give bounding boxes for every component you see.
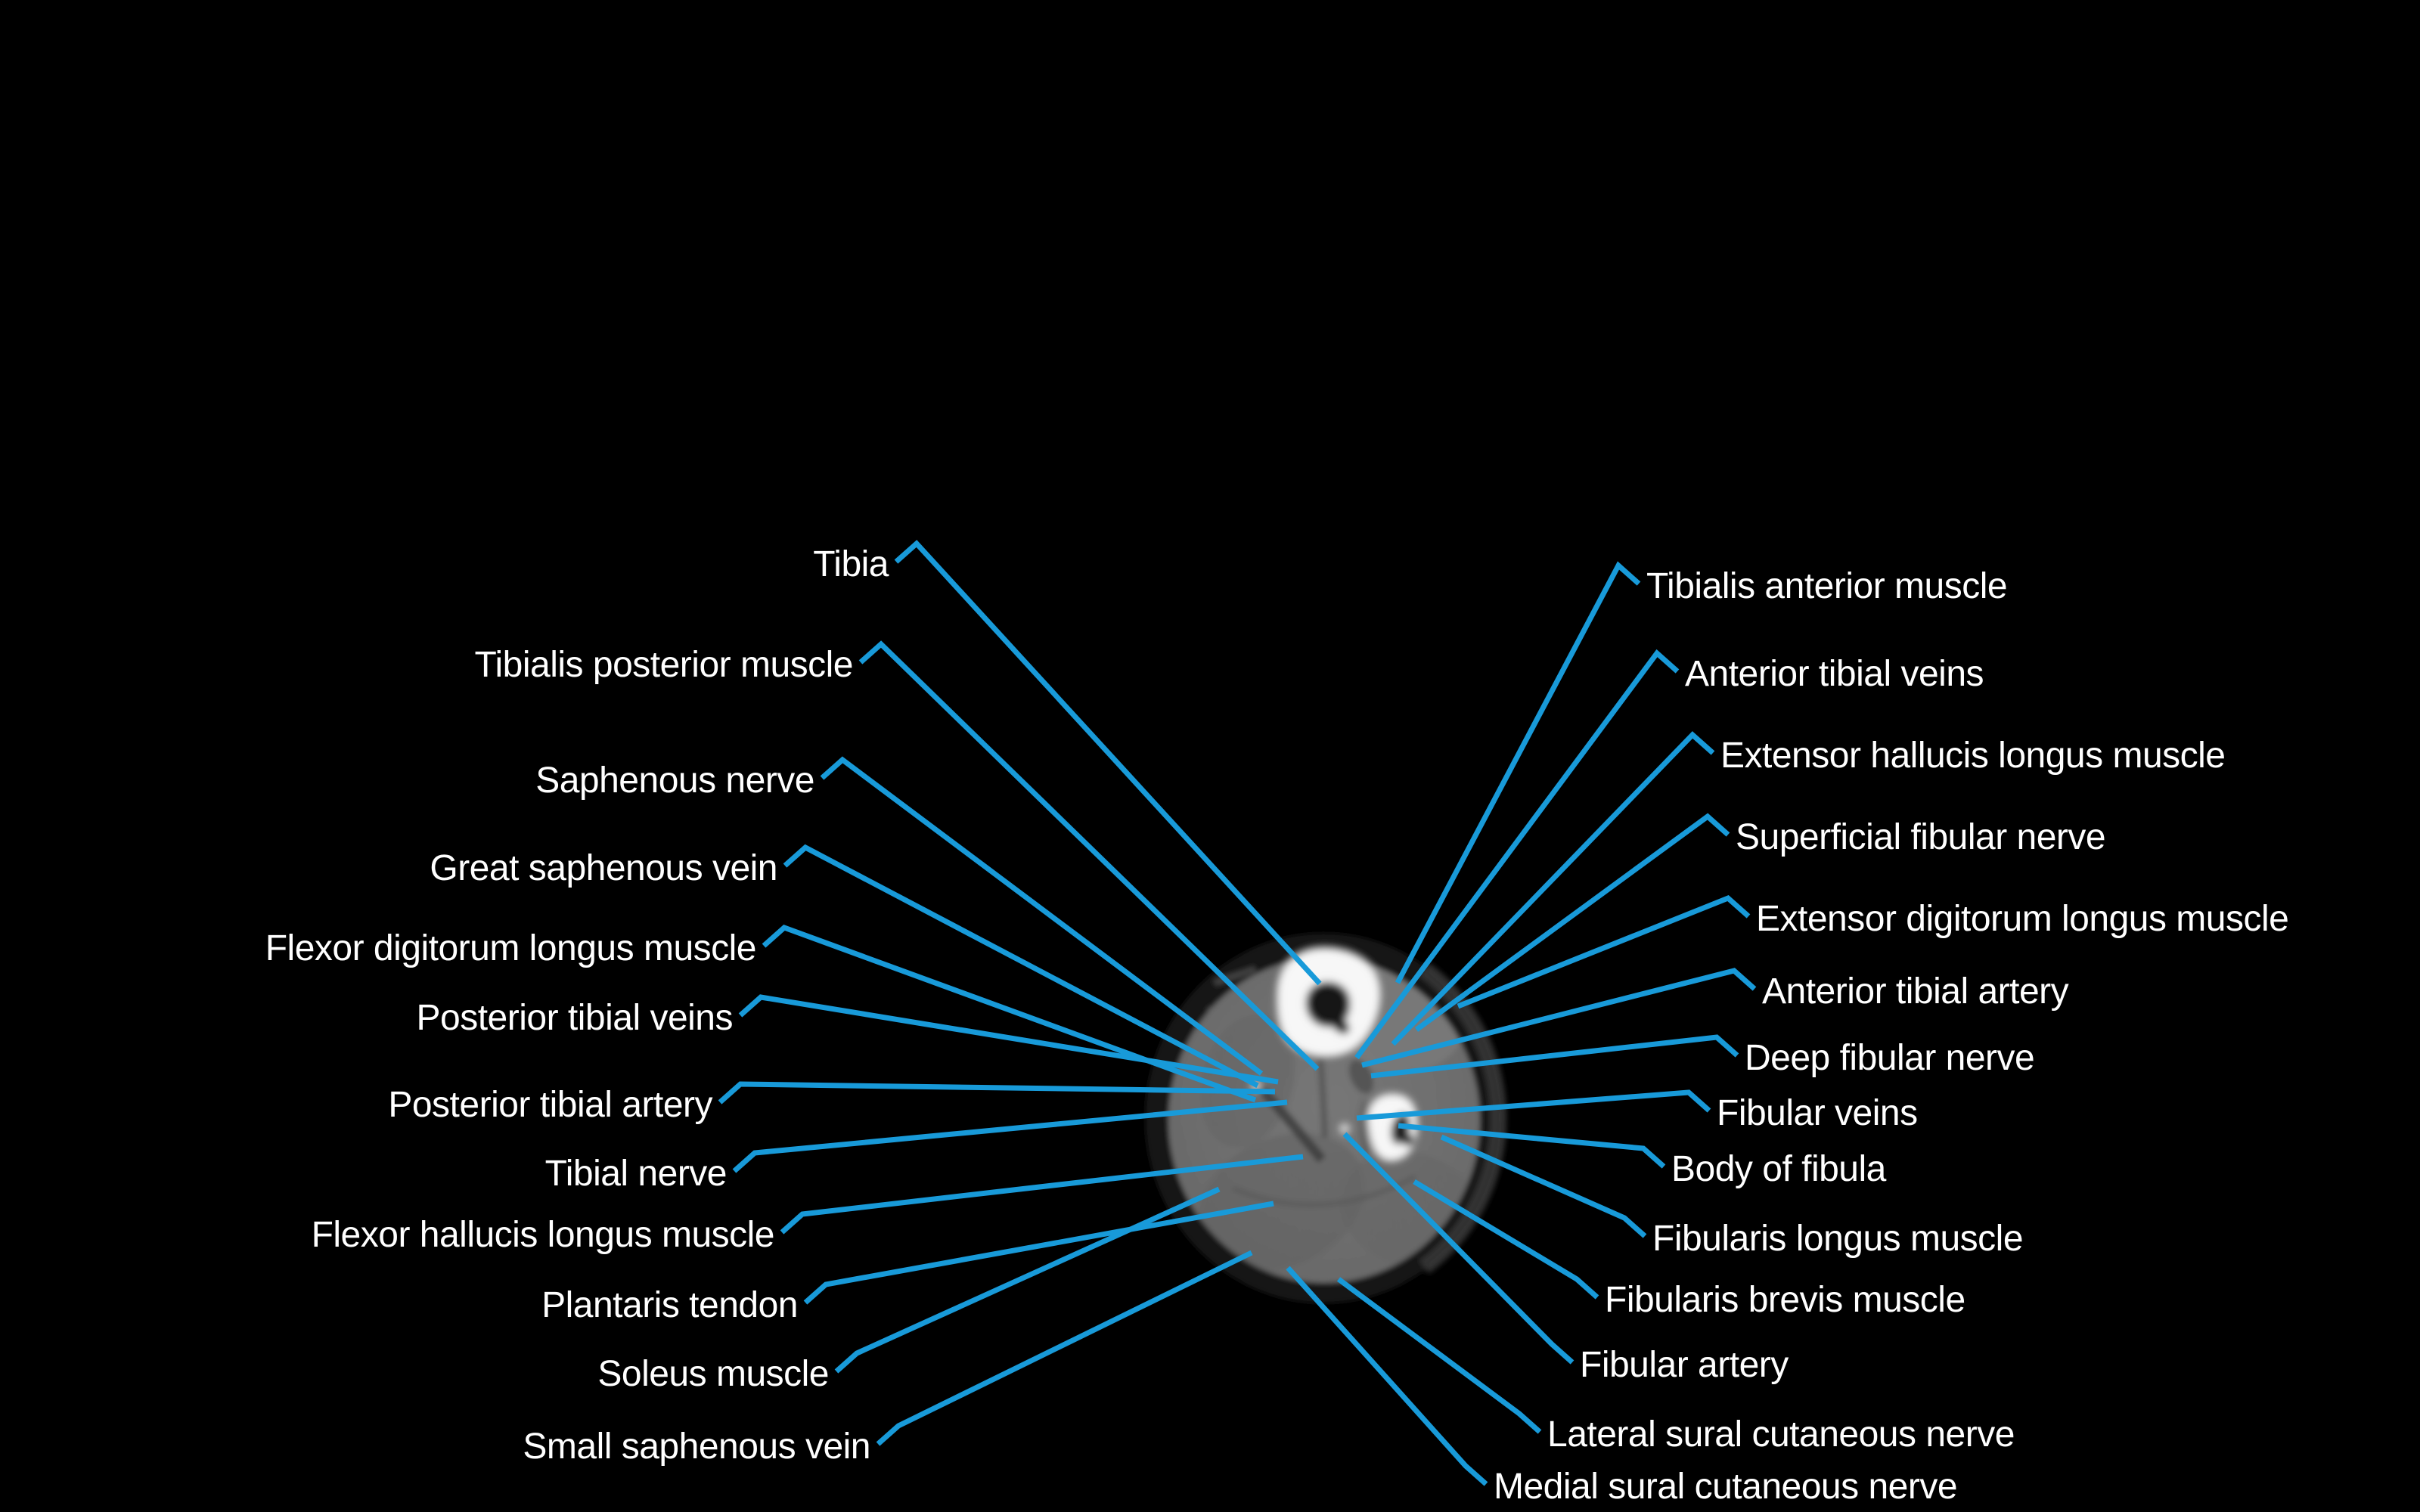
leader-line [1414,813,1730,1032]
leader-line [894,540,1322,986]
leader-line [1354,649,1680,1060]
fat-dark-ring [1146,934,1500,1302]
cavity-tail [1332,1018,1350,1034]
leader-line [1413,1179,1599,1300]
leader-line [1356,1089,1711,1121]
fibular-vessels-dot [1339,1123,1350,1134]
leader-line [1286,1266,1488,1486]
leader-line [1370,1034,1739,1079]
leader-line [1395,561,1641,984]
leader-line [1391,731,1715,1046]
leader-line [834,1186,1221,1374]
fibula-left-cleft [1361,1101,1372,1155]
leader-line [1457,894,1751,1009]
leader-line [718,1081,1276,1105]
leader-line [1440,1134,1647,1238]
tibia-medullary-cavity [1305,981,1351,1027]
leader-line [780,1154,1304,1235]
leader-line [1342,1132,1575,1365]
leader-line [820,756,1264,1076]
leader-lines-layer [718,540,1757,1486]
leader-line [738,994,1279,1085]
leader-line [783,844,1259,1089]
leader-line [1361,968,1757,1068]
leader-line [762,924,1257,1103]
fibula-notch-spur [1402,1134,1414,1146]
leader-line [876,1250,1253,1446]
leader-line [1336,1277,1542,1434]
leader-line [732,1099,1288,1173]
leader-line [858,640,1320,1071]
leader-line [1398,1123,1666,1169]
